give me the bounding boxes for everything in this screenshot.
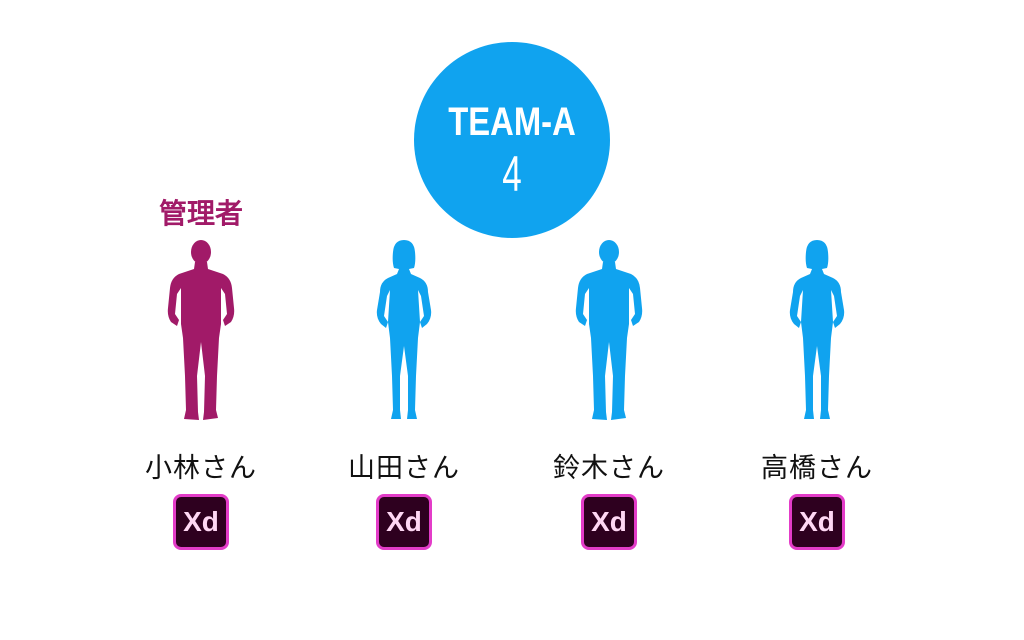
- member-name: 小林さん: [145, 453, 257, 484]
- male-silhouette-icon: [575, 240, 643, 420]
- member-card: 山田さん Xd: [314, 238, 494, 568]
- member-name: 高橋さん: [761, 453, 873, 484]
- female-silhouette-icon: [376, 240, 432, 419]
- member-name: 山田さん: [348, 453, 460, 484]
- xd-app-icon: Xd: [376, 494, 432, 550]
- member-card: 鈴木さん Xd: [519, 238, 699, 568]
- xd-app-icon: Xd: [173, 494, 229, 550]
- member-card: 小林さん Xd: [111, 238, 291, 568]
- manager-role-label: 管理者: [158, 197, 243, 230]
- male-silhouette-icon: [167, 240, 235, 420]
- team-name: TEAM-A: [448, 100, 576, 144]
- xd-app-icon: Xd: [789, 494, 845, 550]
- team-circle: TEAM-A 4: [414, 42, 610, 238]
- female-silhouette-icon: [789, 240, 845, 419]
- member-card: 高橋さん Xd: [727, 238, 907, 568]
- team-member-count: 4: [502, 146, 522, 202]
- xd-app-icon: Xd: [581, 494, 637, 550]
- member-name: 鈴木さん: [553, 453, 665, 484]
